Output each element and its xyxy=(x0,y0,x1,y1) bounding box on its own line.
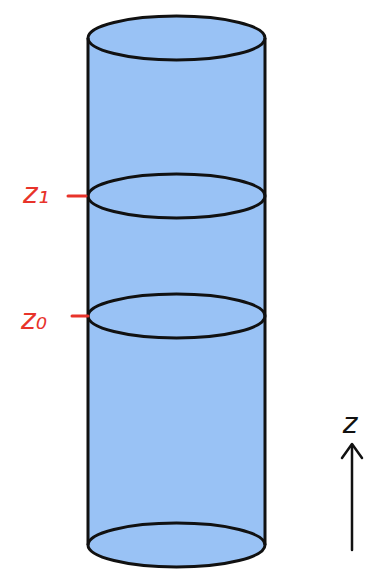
tick-mark xyxy=(72,315,88,318)
axis-arrowhead xyxy=(342,444,362,458)
section-ring xyxy=(88,174,265,218)
cylinder-fill xyxy=(88,38,265,567)
cylinder-bottom xyxy=(88,523,265,567)
cylinder-top xyxy=(88,16,265,60)
tick-mark xyxy=(68,195,86,198)
height-label: z₀ xyxy=(21,306,47,334)
cylinder-side xyxy=(264,38,267,545)
axis-line xyxy=(351,445,354,550)
height-label: z₁ xyxy=(23,180,49,208)
axis-label: z xyxy=(343,410,358,438)
section-ring xyxy=(88,294,265,338)
cylinder-side xyxy=(87,38,90,545)
